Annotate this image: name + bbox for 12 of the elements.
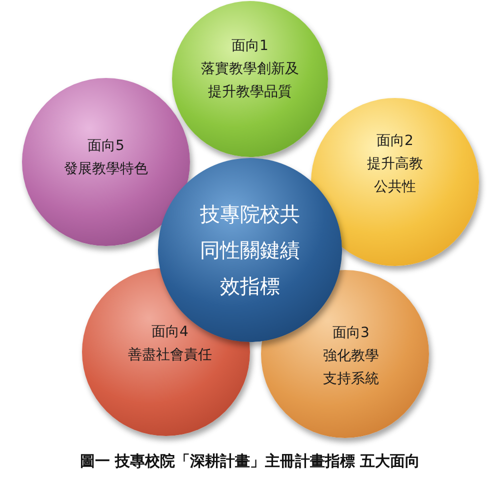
node-text: 發展教學特色 [63, 160, 149, 179]
center-title: 技專院校共同性關鍵績效指標 [199, 201, 301, 300]
node-text: 落實教學創新及提升教學品質 [200, 60, 300, 102]
node-heading: 面向4 [150, 323, 190, 342]
node-heading: 面向1 [230, 36, 270, 56]
node-heading: 面向2 [376, 132, 414, 150]
node-text: 善盡社會責任 [127, 346, 213, 365]
node-heading: 面向3 [332, 324, 370, 342]
node-heading: 面向5 [86, 137, 126, 156]
node-text: 強化教學支持系統 [322, 346, 380, 388]
node-text: 提升高教公共性 [366, 154, 424, 196]
figure-caption: 圖一 技專校院「深耕計畫」主冊計畫指標 五大面向 [78, 452, 422, 471]
